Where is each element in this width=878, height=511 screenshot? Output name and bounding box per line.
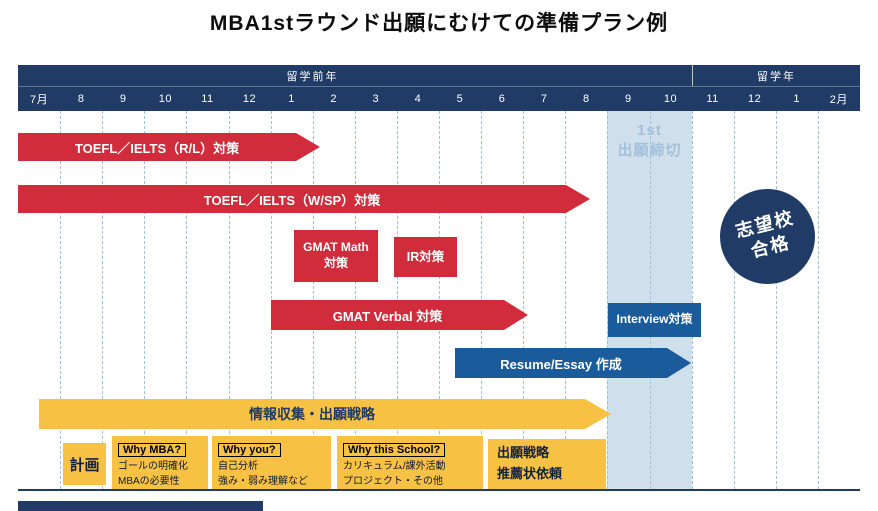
month-label: 10 <box>158 92 172 105</box>
why-this-school-line1: カリキュラム/課外活動 <box>343 461 446 472</box>
month-label: 3 <box>372 92 380 105</box>
why-mba-line1: ゴールの明確化 <box>118 461 188 472</box>
gridline <box>565 111 567 489</box>
month-label: 10 <box>663 92 678 105</box>
keikaku-label: 計画 <box>69 456 100 474</box>
task-label-info-gathering: 情報収集・出願戦略 <box>39 399 585 429</box>
gridline <box>733 111 735 489</box>
month-label: 12 <box>748 92 762 105</box>
plan-box-keikaku: 計画 <box>63 443 106 485</box>
goal-label: 志望校 合格 <box>733 207 803 267</box>
task-box-gmat-math: GMAT Math 対策 <box>294 230 378 282</box>
month-label: 8 <box>582 92 590 105</box>
footer-bar <box>18 501 263 511</box>
month-label: 11 <box>706 92 719 105</box>
arrowhead <box>585 399 611 429</box>
why-mba-heading: Why MBA? <box>118 443 187 457</box>
month-label: 12 <box>242 92 257 105</box>
timeline-header: 留学前年 留学年 7月 8 9 10 11 12 1 2 3 4 5 6 7 8… <box>18 65 860 111</box>
month-label: 2 <box>330 92 338 105</box>
gridline <box>228 111 230 489</box>
deadline-line1: 1st <box>637 122 662 139</box>
plan-box-why-you: Why you? 自己分析 強み・弱み理解など <box>212 436 331 491</box>
gridline <box>102 111 104 489</box>
month-label: 2月 <box>829 93 848 106</box>
arrowhead <box>296 133 320 161</box>
gridline <box>144 111 146 489</box>
task-label-toefl-rl: TOEFL／IELTS（R/L）対策 <box>18 133 296 161</box>
arrowhead <box>504 300 528 330</box>
arrowhead <box>667 348 691 378</box>
month-label: 9 <box>625 92 632 105</box>
month-label: 5 <box>456 92 464 105</box>
era-label-abroad-year: 留学年 <box>692 65 860 86</box>
why-this-school-heading: Why this School? <box>343 443 446 457</box>
why-this-school-line2: プロジェクト・その他 <box>343 476 443 487</box>
goal-circle: 志望校 合格 <box>720 189 815 284</box>
era-label-pre-departure: 留学前年 <box>286 70 339 83</box>
strategy-line2: 推薦状依頼 <box>497 466 563 481</box>
why-you-line2: 強み・弱み理解など <box>218 476 308 487</box>
task-bar-toefl-wsp: TOEFL／IELTS（W/SP）対策 <box>18 185 590 213</box>
baseline-rule <box>18 489 860 491</box>
month-label: 1 <box>288 92 295 105</box>
month-label: 11 <box>201 92 214 105</box>
month-label: 7月 <box>29 93 49 106</box>
plan-box-application-strategy: 出願戦略 推薦状依頼 <box>488 439 606 489</box>
task-label-resume-essay: Resume/Essay 作成 <box>455 348 667 378</box>
why-mba-line2: MBAの必要性 <box>118 476 180 487</box>
deadline-line2: 出願締切 <box>617 141 682 159</box>
task-bar-info-gathering: 情報収集・出願戦略 <box>39 399 611 429</box>
era-segment-deadline <box>607 65 692 86</box>
why-you-line1: 自己分析 <box>218 461 258 472</box>
task-bar-resume-essay: Resume/Essay 作成 <box>455 348 691 378</box>
deadline-highlight-band <box>607 111 692 489</box>
task-box-ir: IR対策 <box>394 237 457 277</box>
page-title: MBA1stラウンド出願にむけての準備プラン例 <box>209 12 669 35</box>
month-label: 1 <box>793 92 801 105</box>
plan-box-why-this-school: Why this School? カリキュラム/課外活動 プロジェクト・その他 <box>337 436 483 491</box>
gridline <box>186 111 188 489</box>
month-label: 6 <box>498 92 506 105</box>
gmat-math-line1: GMAT Math <box>303 240 369 255</box>
months-row: 7月 8 9 10 11 12 1 2 3 4 5 6 7 8 9 10 11 … <box>18 87 860 110</box>
task-label-gmat-verbal: GMAT Verbal 対策 <box>271 300 504 330</box>
task-label-toefl-wsp: TOEFL／IELTS（W/SP）対策 <box>18 185 566 213</box>
task-bar-gmat-verbal: GMAT Verbal 対策 <box>271 300 528 330</box>
interview-label: Interview対策 <box>616 312 693 327</box>
task-box-interview: Interview対策 <box>608 303 701 337</box>
task-bar-toefl-rl: TOEFL／IELTS（R/L）対策 <box>18 133 320 161</box>
gridline <box>817 111 819 489</box>
month-label: 4 <box>414 92 422 105</box>
plan-box-why-mba: Why MBA? ゴールの明確化 MBAの必要性 <box>112 436 208 491</box>
ir-label: IR対策 <box>406 249 445 264</box>
strategy-line1: 出願戦略 <box>497 445 550 461</box>
why-you-heading: Why you? <box>218 443 281 457</box>
month-label: 8 <box>77 92 85 105</box>
month-label: 7 <box>540 92 548 105</box>
month-label: 9 <box>119 92 127 105</box>
era-row: 留学前年 留学年 <box>18 65 860 87</box>
arrowhead <box>566 185 590 213</box>
deadline-label: 1st 出願締切 <box>607 121 692 160</box>
gmat-math-line2: 対策 <box>323 256 348 270</box>
gridline <box>60 111 62 489</box>
gridline <box>775 111 777 489</box>
